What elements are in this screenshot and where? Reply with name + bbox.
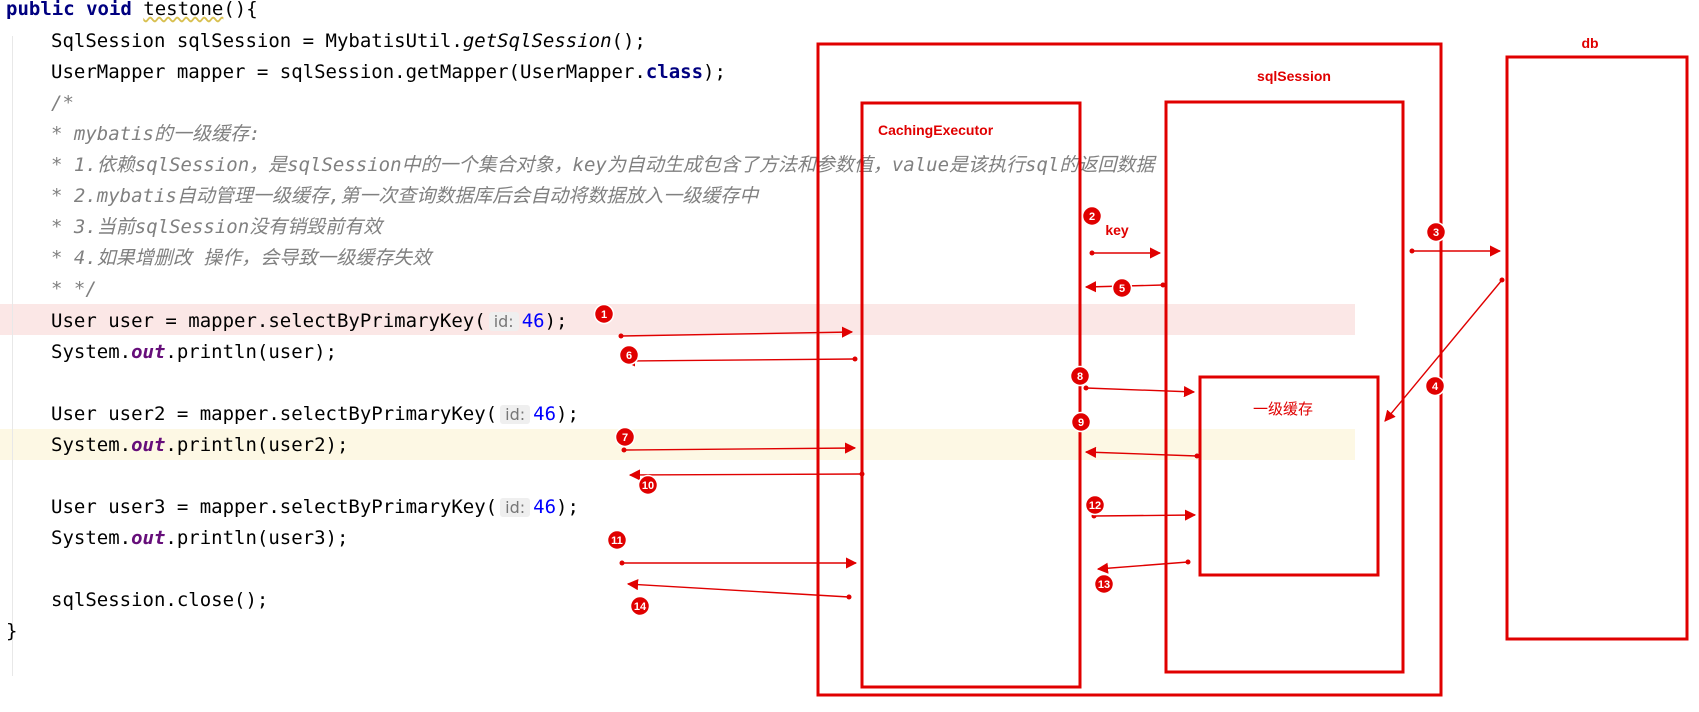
code-line-sqlsession: SqlSession sqlSession = MybatisUtil.getS… bbox=[51, 30, 646, 52]
arrow-10 bbox=[628, 469, 863, 481]
step-badge-6: 6 bbox=[618, 344, 640, 366]
step-badge-7: 7 bbox=[614, 426, 636, 448]
arrow-6 bbox=[623, 355, 856, 367]
step-badge-11: 11 bbox=[606, 529, 628, 551]
svg-text:2: 2 bbox=[1089, 211, 1095, 223]
caching-executor-box bbox=[860, 101, 1082, 689]
comment-line-1: * mybatis的一级缓存: bbox=[51, 123, 261, 145]
step-badge-12: 12 bbox=[1084, 494, 1106, 516]
closing-brace: } bbox=[6, 620, 18, 642]
code-line-mapper: UserMapper mapper = sqlSession.getMapper… bbox=[51, 61, 726, 83]
step-badge-9: 9 bbox=[1070, 411, 1092, 433]
db-label: db bbox=[1581, 35, 1598, 51]
svg-text:10: 10 bbox=[642, 480, 654, 492]
param-hint: id: bbox=[500, 498, 531, 517]
svg-text:11: 11 bbox=[611, 535, 623, 547]
svg-text:9: 9 bbox=[1078, 417, 1084, 429]
code-line-query-2: User user2 = mapper.selectByPrimaryKey(i… bbox=[51, 403, 579, 425]
indent-guide bbox=[12, 36, 13, 676]
svg-text:14: 14 bbox=[634, 601, 647, 613]
step-badge-10: 10 bbox=[637, 474, 659, 496]
method-name: testone bbox=[143, 0, 224, 20]
line-highlight-caret bbox=[0, 429, 1355, 460]
comment-line-4: * 3.当前sqlSession没有销毁前有效 bbox=[51, 216, 383, 238]
arrow-12 bbox=[1093, 509, 1197, 521]
step-badge-2: 2 bbox=[1081, 205, 1103, 227]
arrow-13 bbox=[1096, 561, 1189, 574]
sqlsession-label: sqlSession bbox=[1257, 68, 1331, 84]
step-badge-8: 8 bbox=[1069, 365, 1091, 387]
comment-line-3: * 2.mybatis自动管理一级缓存,第一次查询数据库后会自动将数据放入一级缓… bbox=[51, 185, 759, 207]
step-badge-5: 5 bbox=[1111, 277, 1133, 299]
param-hint: id: bbox=[488, 312, 519, 331]
cache-label: 一级缓存 bbox=[1253, 400, 1313, 418]
comment-line-2: * 1.依赖sqlSession，是sqlSession中的一个集合对象，key… bbox=[51, 154, 1155, 176]
caching-executor-label: CachingExecutor bbox=[878, 122, 994, 138]
first-level-cache-box bbox=[1198, 375, 1380, 577]
key-label: key bbox=[1105, 222, 1129, 238]
arrow-8 bbox=[1085, 386, 1196, 398]
arrow-14 bbox=[626, 579, 850, 598]
inner-session-box bbox=[1164, 100, 1405, 674]
arrow-1 bbox=[620, 326, 854, 338]
code-line-close: sqlSession.close(); bbox=[51, 589, 269, 611]
step-badge-14: 14 bbox=[629, 595, 651, 617]
svg-text:8: 8 bbox=[1077, 371, 1083, 383]
svg-text:7: 7 bbox=[622, 432, 628, 444]
code-line-print-2: System.out.println(user2); bbox=[51, 434, 349, 456]
code-line-query-1: User user = mapper.selectByPrimaryKey(id… bbox=[51, 310, 568, 332]
arrow-4 bbox=[1384, 279, 1503, 422]
svg-text:1: 1 bbox=[601, 309, 607, 321]
param-hint: id: bbox=[500, 405, 531, 424]
arrow-tail-dots bbox=[618, 248, 1505, 600]
step-badge-4: 4 bbox=[1424, 375, 1446, 397]
line-highlight-breakpoint bbox=[0, 304, 1355, 335]
arrow-7 bbox=[623, 442, 857, 454]
sqlsession-box bbox=[816, 42, 1443, 697]
comment-open: /* bbox=[51, 92, 74, 114]
svg-text:5: 5 bbox=[1119, 283, 1125, 295]
arrow-9 bbox=[1084, 446, 1198, 458]
svg-text:4: 4 bbox=[1432, 381, 1439, 393]
comment-close: * */ bbox=[51, 278, 97, 300]
svg-text:6: 6 bbox=[626, 350, 632, 362]
step-badge-13: 13 bbox=[1093, 573, 1115, 595]
db-box bbox=[1505, 55, 1689, 641]
svg-text:13: 13 bbox=[1098, 579, 1110, 591]
step-badge-3: 3 bbox=[1425, 221, 1447, 243]
comment-line-5: * 4.如果增删改 操作，会导致一级缓存失效 bbox=[51, 247, 432, 269]
svg-text:3: 3 bbox=[1433, 227, 1439, 239]
code-line-print-3: System.out.println(user3); bbox=[51, 527, 349, 549]
code-line-query-3: User user3 = mapper.selectByPrimaryKey(i… bbox=[51, 496, 579, 518]
method-signature: public void testone(){ bbox=[6, 0, 258, 20]
step-badge-1: 1 bbox=[593, 303, 615, 325]
svg-text:12: 12 bbox=[1089, 500, 1101, 512]
code-line-print-1: System.out.println(user); bbox=[51, 341, 337, 363]
